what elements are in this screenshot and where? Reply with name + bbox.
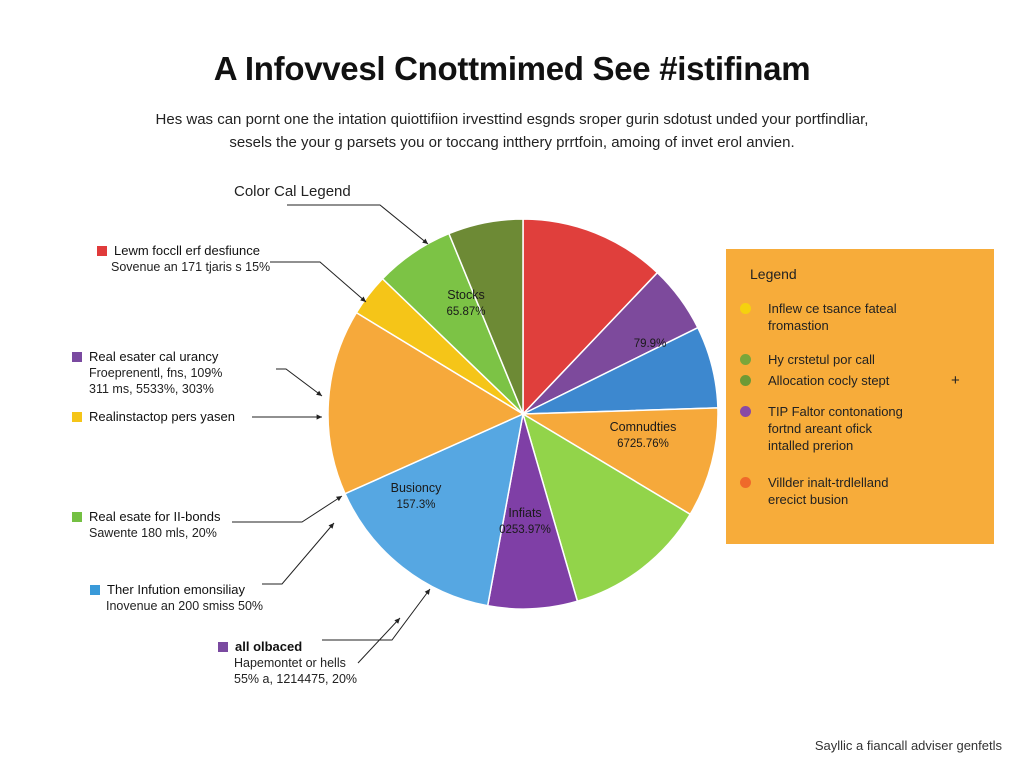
legend-item-line: fortnd areant ofick <box>768 421 873 436</box>
side-annotation-title: Realinstactop pers yasen <box>89 409 235 424</box>
arrowhead <box>336 496 342 502</box>
legend-item-line: Allocation cocly stept <box>768 373 890 388</box>
slice-value-label: 6725.76% <box>617 438 669 450</box>
arrowhead <box>316 390 322 396</box>
color-swatch <box>72 412 82 422</box>
subtitle: Hes was can pornt one the intation quiot… <box>112 108 912 154</box>
color-swatch <box>97 246 107 256</box>
side-annotation-title: Ther Infution emonsiliay <box>107 582 246 597</box>
arrowhead <box>422 238 428 244</box>
slice-value-label: 65.87% <box>446 306 485 318</box>
side-annotation-heading: Lewm foccll erf desfiunce <box>97 243 270 259</box>
slice-label: Comnudties <box>610 420 677 434</box>
legend-item-line: TIP Faltor contonationg <box>768 404 903 419</box>
side-annotation-line: Froeprenentl, fns, 109% <box>89 366 223 380</box>
side-annotation-line: Sawente 180 mls, 20% <box>89 526 217 540</box>
legend-dot-icon <box>740 406 751 417</box>
subtitle-line: sesels the your g parsets you or toccang… <box>229 134 795 151</box>
side-annotation-line: 55% a, 1214475, 20% <box>234 672 358 686</box>
legend-dot-icon <box>740 354 751 365</box>
leader-line <box>357 617 401 664</box>
side-annotation-heading: all olbaced <box>218 639 357 655</box>
subtitle-line: Hes was can pornt one the intation quiot… <box>155 111 869 128</box>
slice-label: Busioncy <box>391 481 442 495</box>
side-annotation-heading: Real esate for II-bonds <box>72 509 221 525</box>
legend-caption: Color Cal Legend <box>234 183 351 200</box>
legend-item-line: Villder inalt-trdlelland <box>768 475 889 490</box>
pie-slice <box>344 412 524 607</box>
slice-label: Infiats <box>508 506 541 520</box>
side-annotation-line: Inovenue an 200 smiss 50% <box>106 599 264 613</box>
side-annotation-heading: Real esater cal urancy <box>72 349 222 365</box>
arrowhead <box>394 618 400 624</box>
legend-title: Legend <box>750 266 797 282</box>
pie-slice <box>447 218 524 415</box>
side-annotation: Realinstactop pers yasen <box>72 409 235 425</box>
legend-dot-icon <box>740 477 751 488</box>
pie-slice <box>521 412 692 603</box>
legend-dot-icon <box>740 375 751 386</box>
leader-line <box>322 588 431 641</box>
side-annotation-line: Sovenue an 171 tjaris s 15% <box>111 260 271 274</box>
pie-slice <box>520 407 719 516</box>
leader-line <box>232 495 343 523</box>
page-title: A Infovvesl Cnottmimed See #istifinam <box>213 50 811 87</box>
arrowhead <box>424 589 430 595</box>
arrowhead <box>360 296 366 302</box>
legend-item: Inflew ce tsance fateal fromastion <box>740 300 897 334</box>
leader-line <box>287 204 429 245</box>
color-swatch <box>72 352 82 362</box>
leader-line <box>270 261 367 303</box>
legend-item-line: Inflew ce tsance fateal <box>768 301 897 316</box>
pie-slice <box>327 311 525 495</box>
legend-dot-icon <box>740 303 751 314</box>
slice-value-label: 79.9% <box>634 338 667 350</box>
arrowhead <box>316 414 322 420</box>
side-annotation-title: Real esater cal urancy <box>89 349 219 364</box>
legend-item: TIP Faltor contonationg fortnd areant ofi… <box>740 403 903 454</box>
legend-item-line: erecict busion <box>768 492 849 507</box>
slice-value-label: 0253.97% <box>499 524 551 536</box>
color-swatch <box>72 512 82 522</box>
side-annotation-line: 311 ms, 5533%, 303% <box>89 382 214 396</box>
plus-icon[interactable]: + <box>951 372 960 389</box>
side-annotation-line: Hapemontet or hells <box>234 656 346 670</box>
pie-slice <box>522 218 659 416</box>
side-annotation-heading: Ther Infution emonsiliay <box>90 582 263 598</box>
legend-item-line: intalled prerion <box>768 438 854 453</box>
arrowhead <box>328 523 334 529</box>
side-annotation-title: Lewm foccll erf desfiunce <box>114 243 260 258</box>
legend-item: Allocation cocly stept <box>740 372 890 389</box>
footnote: Sayllic a fiancall adviser genfetls <box>814 738 1002 753</box>
leader-line <box>276 368 323 397</box>
legend-item: Villder inalt-trdlelland erecict busion <box>740 474 889 508</box>
slice-value-label: 157.3% <box>396 499 435 511</box>
legend-item-line: Hy crstetul por call <box>768 352 875 367</box>
legend-item: Hy crstetul por call <box>740 351 875 368</box>
legend-panel: Legend Inflew ce tsance fateal fromastion… <box>726 249 994 544</box>
slice-label: Stocks <box>447 288 485 302</box>
side-annotation-heading: Realinstactop pers yasen <box>72 409 235 425</box>
side-annotation-title: all olbaced <box>235 639 303 654</box>
color-swatch <box>90 585 100 595</box>
color-swatch <box>218 642 228 652</box>
leader-line <box>262 522 335 585</box>
side-annotation-title: Real esate for II-bonds <box>89 509 221 524</box>
legend-item-line: fromastion <box>768 318 829 333</box>
